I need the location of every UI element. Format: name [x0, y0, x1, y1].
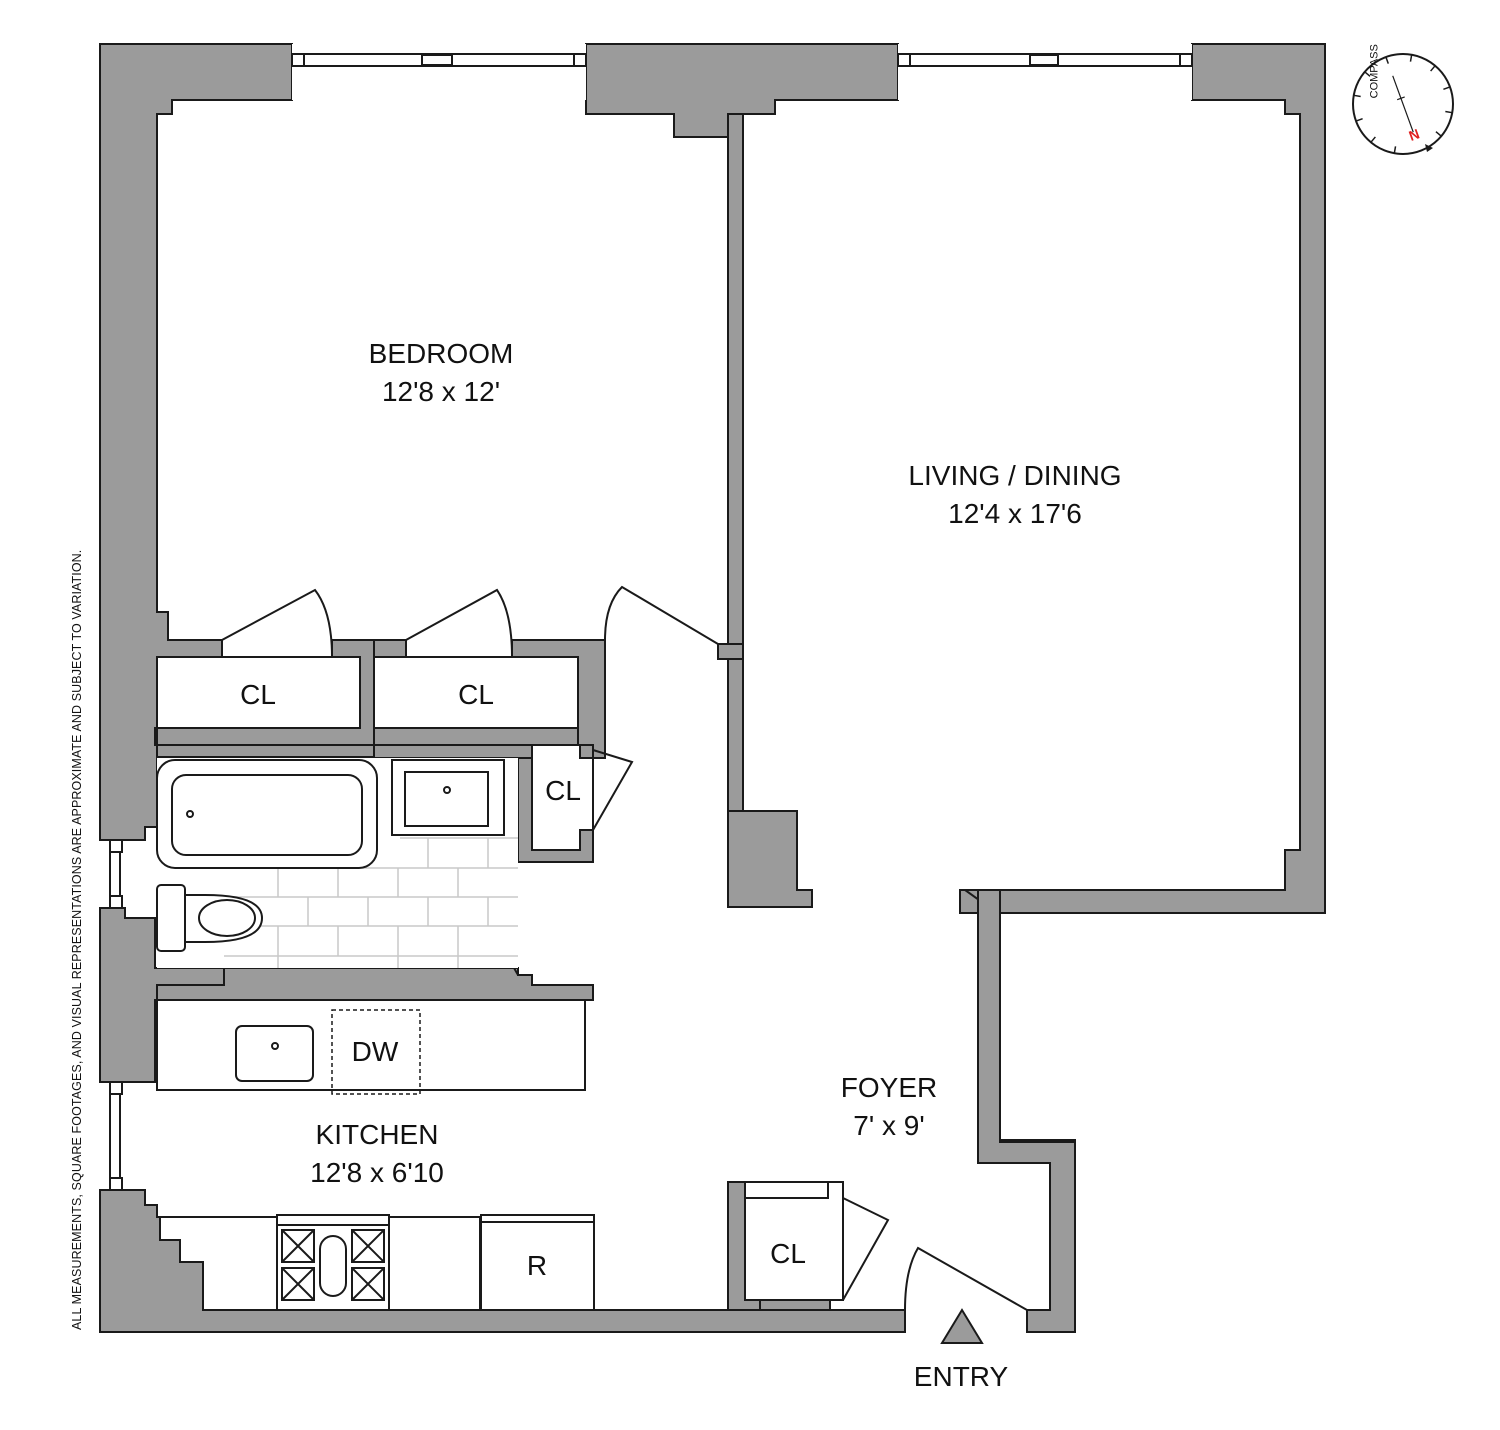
exterior-walls: [99, 43, 1326, 1333]
bedroom-size: 12'8 x 12': [382, 376, 500, 407]
closet-label-bedroom-left: CL: [240, 679, 276, 710]
dishwasher: [331, 1009, 421, 1095]
entry-arrow-icon: [940, 1308, 984, 1344]
compass-label: COMPASS: [1369, 44, 1381, 98]
room-labels: BEDROOM 12'8 x 12' LIVING / DINING 12'4 …: [240, 338, 1121, 1281]
kitchen-fixtures: [156, 999, 595, 1311]
foyer-size: 7' x 9': [853, 1110, 924, 1141]
entry-label: ENTRY: [914, 1361, 1009, 1392]
windows: [109, 44, 1193, 1191]
closet-interiors: [156, 656, 844, 1301]
bathroom: [156, 758, 518, 968]
dishwasher-label: DW: [352, 1036, 399, 1067]
closet-label-hall: CL: [545, 775, 581, 806]
refrigerator-label: R: [527, 1250, 547, 1281]
disclaimer: ALL MEASUREMENTS, SQUARE FOOTAGES, AND V…: [70, 549, 84, 1330]
kitchen-counter-upper: [156, 999, 586, 1091]
kitchen-name: KITCHEN: [316, 1119, 439, 1150]
closet-label-bedroom-right: CL: [458, 679, 494, 710]
entry-marker: ENTRY: [914, 1308, 1009, 1392]
bedroom-name: BEDROOM: [369, 338, 514, 369]
living-size: 12'4 x 17'6: [948, 498, 1082, 529]
toilet: [156, 884, 264, 952]
compass: COMPASS N: [1352, 44, 1454, 155]
closet-label-foyer: CL: [770, 1238, 806, 1269]
refrigerator: [480, 1214, 595, 1311]
kitchen-sink: [235, 1025, 314, 1082]
living-name: LIVING / DINING: [908, 460, 1121, 491]
kitchen-size: 12'8 x 6'10: [310, 1157, 444, 1188]
foyer-name: FOYER: [841, 1072, 937, 1103]
stove: [276, 1214, 390, 1311]
